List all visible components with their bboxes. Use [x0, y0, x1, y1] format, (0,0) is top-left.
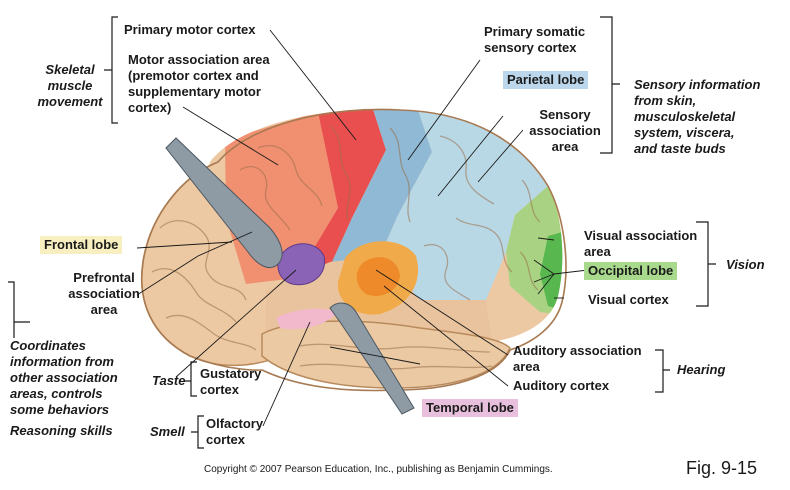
label-prefrontal-association-area: Prefrontal association area — [68, 270, 140, 317]
sensory-association-region — [380, 110, 548, 300]
brain-outline — [141, 108, 567, 392]
function-taste: Taste — [152, 373, 186, 388]
label-auditory-cortex: Auditory cortex — [513, 378, 610, 393]
label-visual-association-area: Visual association area — [584, 228, 698, 259]
function-skeletal-muscle-movement: Skeletal muscle movement — [37, 62, 103, 109]
label-auditory-association-area: Auditory association area — [513, 343, 642, 374]
label-parietal-lobe: Parietal lobe — [503, 71, 589, 89]
function-sensory-information: Sensory information from skin, musculosk… — [634, 77, 761, 156]
label-temporal-lobe: Temporal lobe — [422, 399, 518, 417]
leader-lines — [136, 29, 589, 427]
primary-motor-region — [296, 109, 386, 278]
function-coordinates: Coordinates information from other assoc… — [10, 338, 118, 417]
label-motor-association-area: Motor association area (premotor cortex … — [128, 52, 270, 115]
function-smell: Smell — [150, 424, 185, 439]
figure-number: Fig. 9-15 — [686, 458, 758, 478]
label-olfactory-cortex: Olfactory cortex — [206, 416, 264, 447]
brackets — [8, 16, 716, 449]
olfactory-region — [276, 308, 338, 330]
label-occipital-lobe: Occipital lobe — [584, 262, 678, 280]
lower-probe — [329, 302, 415, 415]
visual-cortex-region — [540, 230, 563, 312]
label-primary-motor-cortex: Primary motor cortex — [124, 22, 256, 37]
label-primary-somatic-sensory-cortex: Primary somatic sensory cortex — [484, 24, 586, 55]
gustatory-region — [277, 243, 326, 286]
label-visual-cortex: Visual cortex — [588, 292, 669, 307]
label-sensory-association-area: Sensory association area — [529, 107, 601, 154]
function-hearing: Hearing — [677, 362, 726, 377]
function-vision: Vision — [726, 257, 765, 272]
function-reasoning-skills: Reasoning skills — [10, 423, 113, 438]
label-gustatory-cortex: Gustatory cortex — [200, 366, 262, 397]
gyri-texture — [151, 125, 541, 370]
label-frontal-lobe: Frontal lobe — [40, 236, 123, 254]
auditory-cortex-region — [356, 257, 400, 296]
upper-probe — [165, 137, 283, 268]
copyright-notice: Copyright © 2007 Pearson Education, Inc.… — [204, 464, 553, 475]
somatic-sensory-region — [332, 109, 432, 262]
